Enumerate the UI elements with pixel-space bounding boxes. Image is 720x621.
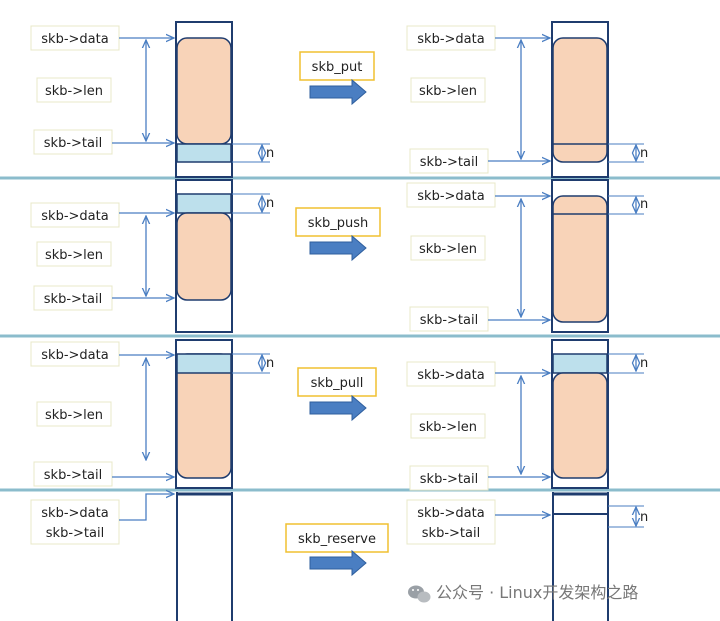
buffer-outline [175,179,233,333]
label-skb-data: skb->data [417,506,484,521]
op-label-skb-reserve: skb_reserve [298,532,376,547]
buffer-outline [175,339,233,489]
pointer-arrow [119,494,174,521]
label-box [30,341,120,367]
label-box [409,306,489,332]
label-box [36,241,112,267]
label-skb-data: skb->data [417,32,484,47]
label-box [33,129,113,155]
label-box [36,77,112,103]
n-label: n [640,197,648,212]
data-region [552,195,608,323]
row-skb-push: skb->data skb->len skb->tail n skb_push … [30,179,648,333]
label-box [33,285,113,311]
label-skb-data: skb->data [417,189,484,204]
label-skb-len: skb->len [45,248,103,263]
data-region [552,37,608,163]
label-box [36,401,112,427]
watermark: 公众号 · Linux开发架构之路 [408,583,638,603]
label-box [409,148,489,174]
label-box [30,499,120,545]
buffer-outline [175,21,233,178]
label-skb-data: skb->data [41,209,108,224]
label-box [30,202,120,228]
label-skb-len: skb->len [419,84,477,99]
removed-region [176,353,232,374]
label-box [33,461,113,487]
label-skb-tail: skb->tail [420,155,478,170]
data-region [176,37,232,145]
buffer-outline [551,339,609,489]
buffer-outline [551,179,609,333]
label-box [409,465,489,491]
op-arrow-icon [309,234,367,262]
label-box [30,25,120,51]
data-region [552,372,608,479]
label-skb-tail: skb->tail [44,292,102,307]
label-box [410,235,486,261]
n-label: n [266,146,274,161]
label-skb-len: skb->len [419,420,477,435]
added-region [176,193,232,214]
n-label: n [640,146,648,161]
label-skb-len: skb->len [45,408,103,423]
label-skb-len: skb->len [45,84,103,99]
added-region [176,143,232,163]
data-region [176,212,232,301]
row-skb-reserve: skb->data skb->tail skb_reserve skb->dat… [30,492,648,621]
label-skb-data: skb->data [41,506,108,521]
n-label: n [266,196,274,211]
label-skb-tail: skb->tail [422,526,480,541]
label-box [410,413,486,439]
label-box [406,361,496,387]
row-skb-pull: skb->data skb->len skb->tail n skb_pull … [30,339,648,491]
op-label-skb-pull: skb_pull [311,376,364,391]
label-skb-data: skb->data [417,368,484,383]
op-arrow-icon [309,78,367,106]
n-label: n [640,356,648,371]
wechat-icon [408,585,431,603]
op-box [297,367,377,397]
op-box [295,207,381,237]
label-skb-len: skb->len [419,242,477,257]
label-box [406,499,496,545]
op-box [299,51,375,81]
op-box [285,523,389,553]
label-skb-tail: skb->tail [44,468,102,483]
op-arrow-icon [309,549,367,577]
op-label-skb-push: skb_push [308,216,369,231]
label-skb-tail: skb->tail [420,472,478,487]
op-arrow-icon [309,394,367,422]
label-skb-tail: skb->tail [46,526,104,541]
row-skb-put: skb->data skb->len skb->tail n skb_put s… [30,21,648,178]
n-label: n [266,356,274,371]
watermark-text: 公众号 · Linux开发架构之路 [436,583,638,602]
label-skb-data: skb->data [41,32,108,47]
removed-region [552,353,608,374]
label-box [410,77,486,103]
buffer-outline [551,21,609,178]
label-box [406,182,496,208]
label-skb-tail: skb->tail [44,136,102,151]
op-label-skb-put: skb_put [312,60,363,75]
label-skb-data: skb->data [41,348,108,363]
label-skb-tail: skb->tail [420,313,478,328]
n-label: n [640,510,648,525]
